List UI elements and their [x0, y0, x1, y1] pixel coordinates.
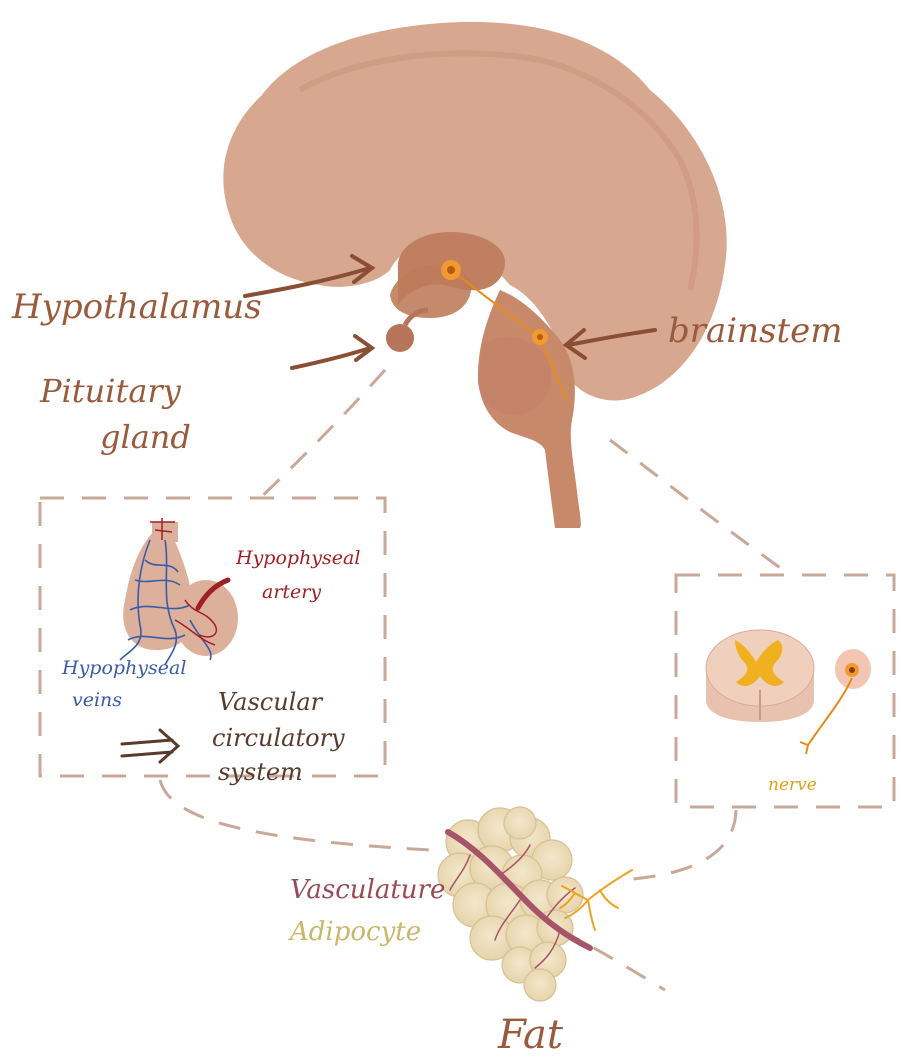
brainstem-label: brainstem [668, 311, 843, 351]
hypophyseal-artery-label-line2: artery [262, 581, 321, 603]
vascular-system-label-line2: circulatory [212, 724, 345, 752]
fat-label: Fat [497, 1012, 564, 1058]
pituitary-label-line1: Pituitary [39, 372, 182, 410]
pituitary-gland-shape [386, 324, 414, 352]
vasculature-label: Vasculature [290, 875, 445, 905]
hypophyseal-artery-label-line1: Hypophyseal [235, 547, 360, 569]
double-arrow-right-icon [122, 730, 178, 762]
nerve-label: nerve [768, 775, 817, 795]
arrow-right-icon [292, 336, 372, 368]
spinal-cord-cross-section [706, 630, 814, 722]
hypothalamus-label: Hypothalamus [11, 287, 262, 327]
pituitary-inset-panel: Hypophyseal artery Hypophyseal veins Vas… [40, 498, 385, 786]
pituitary-label-line2: gland [100, 418, 191, 456]
cerebrum-shape [223, 22, 726, 401]
pituitary-detail-illustration [120, 518, 238, 665]
hypophyseal-veins-label-line2: veins [72, 689, 122, 711]
hypophyseal-veins-label-line1: Hypophyseal [61, 657, 186, 679]
adipocyte-label: Adipocyte [288, 917, 421, 947]
stalk-top [152, 522, 178, 542]
brain-illustration [223, 22, 726, 528]
vascular-system-label-line3: system [218, 758, 303, 786]
spinal-cord-inset-panel: nerve [676, 575, 894, 807]
vascular-system-label-line1: Vascular [218, 688, 324, 716]
